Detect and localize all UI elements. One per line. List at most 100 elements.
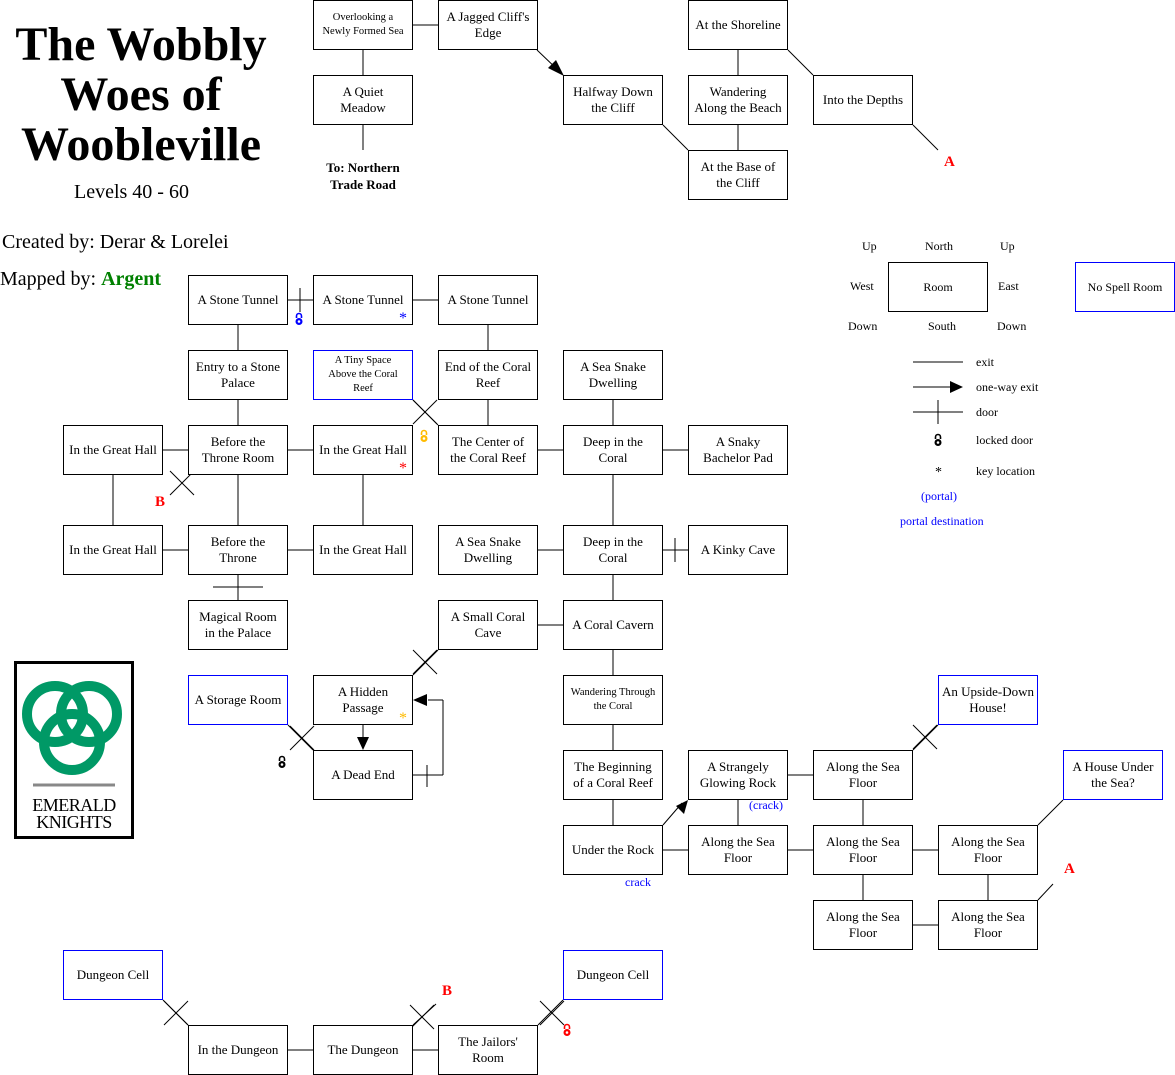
legend-door-label: door (976, 405, 998, 419)
legend-one-way-arrow-icon (950, 381, 963, 393)
door-icon (169, 470, 195, 496)
room-a-snaky-bachelor-pad[interactable]: A Snaky Bachelor Pad (688, 425, 788, 475)
mapper-name: Argent (101, 268, 162, 290)
triple-ring-emblem-icon (22, 681, 122, 787)
door-icon (912, 724, 938, 750)
one-way-arrow-icon (548, 60, 564, 76)
one-way-arrow-icon (676, 800, 688, 814)
room-the-center-of-the-coral-reef[interactable]: The Center of the Coral Reef (438, 425, 538, 475)
door-icon (412, 399, 438, 425)
room-in-the-dungeon[interactable]: In the Dungeon (188, 1025, 288, 1075)
legend-north: North (925, 239, 953, 253)
room-in-the-great-hall[interactable]: In the Great Hall (63, 425, 163, 475)
room-along-the-sea-floor[interactable]: Along the Sea Floor (938, 900, 1038, 950)
room-before-the-throne[interactable]: Before the Throne (188, 525, 288, 575)
locked-door-icon-red (563, 1023, 571, 1036)
legend-locked-door-icon (934, 433, 942, 446)
legend-portal-destination-label: portal destination (900, 514, 984, 528)
door-icon (409, 1004, 435, 1030)
room-a-kinky-cave[interactable]: A Kinky Cave (688, 525, 788, 575)
portal-crack[interactable]: (crack) (749, 798, 783, 812)
legend-west: West (850, 279, 874, 293)
legend-south: South (928, 319, 957, 333)
room-end-of-the-coral-reef[interactable]: End of the Coral Reef (438, 350, 538, 400)
room-entry-to-a-stone-palace[interactable]: Entry to a Stone Palace (188, 350, 288, 400)
room-the-dungeon[interactable]: The Dungeon (313, 1025, 413, 1075)
room-a-coral-cavern[interactable]: A Coral Cavern (563, 600, 663, 650)
legend-key-icon: * (935, 465, 942, 480)
room-at-the-base-of-the-cliff[interactable]: At the Base of the Cliff (688, 150, 788, 200)
room-a-storage-room[interactable]: A Storage Room (188, 675, 288, 725)
legend-one-way-exit-label: one-way exit (976, 380, 1039, 394)
portal-marker-a: A (1064, 861, 1075, 877)
room-deep-in-the-coral[interactable]: Deep in the Coral (563, 525, 663, 575)
room-magical-room-in-the-palace[interactable]: Magical Room in the Palace (188, 600, 288, 650)
door-icon (163, 1000, 189, 1026)
key-location-yellow: * (399, 710, 407, 727)
room-a-house-under-the-sea[interactable]: A House Under the Sea? (1063, 750, 1163, 800)
level-range: Levels 40 - 60 (74, 181, 189, 203)
legend-east: East (998, 279, 1019, 293)
room-a-sea-snake-dwelling[interactable]: A Sea Snake Dwelling (438, 525, 538, 575)
room-deep-in-the-coral[interactable]: Deep in the Coral (563, 425, 663, 475)
room-a-small-coral-cave[interactable]: A Small Coral Cave (438, 600, 538, 650)
room-overlooking-a-newly-formed-sea[interactable]: Overlooking a Newly Formed Sea (313, 0, 413, 50)
room-before-the-throne-room[interactable]: Before the Throne Room (188, 425, 288, 475)
room-in-the-great-hall[interactable]: In the Great Hall (313, 425, 413, 475)
room-a-stone-tunnel[interactable]: A Stone Tunnel (438, 275, 538, 325)
logo-text: EMERALD KNIGHTS (32, 795, 116, 832)
exit-line (537, 999, 564, 1026)
key-location-blue: * (399, 310, 407, 327)
door-icon (412, 649, 438, 675)
room-into-the-depths[interactable]: Into the Depths (813, 75, 913, 125)
room-a-dead-end[interactable]: A Dead End (313, 750, 413, 800)
one-way-arrow-icon (413, 694, 427, 706)
legend-no-spell-room: No Spell Room (1075, 262, 1175, 312)
room-along-the-sea-floor[interactable]: Along the Sea Floor (938, 825, 1038, 875)
room-a-sea-snake-dwelling[interactable]: A Sea Snake Dwelling (563, 350, 663, 400)
legend-room-box: Room (888, 262, 988, 312)
room-the-jailors-room[interactable]: The Jailors' Room (438, 1025, 538, 1075)
room-under-the-rock[interactable]: Under the Rock (563, 825, 663, 875)
room-dungeon-cell[interactable]: Dungeon Cell (563, 950, 663, 1000)
room-wandering-through-the-coral[interactable]: Wandering Through the Coral (563, 675, 663, 725)
portal-marker-a: A (944, 154, 955, 170)
locked-door-icon-yellow (420, 429, 428, 442)
room-in-the-great-hall[interactable]: In the Great Hall (63, 525, 163, 575)
room-a-tiny-space-above-the-coral-reef[interactable]: A Tiny Space Above the Coral Reef (313, 350, 413, 400)
legend-up-right: Up (1000, 239, 1015, 253)
room-the-beginning-of-a-coral-reef[interactable]: The Beginning of a Coral Reef (563, 750, 663, 800)
room-dungeon-cell[interactable]: Dungeon Cell (63, 950, 163, 1000)
portal-marker-b: B (155, 494, 166, 510)
legend-down-right: Down (997, 319, 1027, 333)
exit-line (287, 724, 314, 751)
room-a-stone-tunnel[interactable]: A Stone Tunnel (313, 275, 413, 325)
room-in-the-great-hall[interactable]: In the Great Hall (313, 525, 413, 575)
room-along-the-sea-floor[interactable]: Along the Sea Floor (813, 750, 913, 800)
room-a-quiet-meadow[interactable]: A Quiet Meadow (313, 75, 413, 125)
map-title: The Wobbly Woes of Woobleville (15, 18, 267, 171)
locked-door-icon-black (278, 755, 286, 768)
exit-line (662, 124, 689, 151)
exit-line (912, 124, 939, 151)
locked-door-icon-blue (295, 312, 303, 325)
legend-portal-label: (portal) (921, 489, 957, 503)
portal-destination-crack: crack (625, 875, 651, 889)
room-along-the-sea-floor[interactable]: Along the Sea Floor (813, 825, 913, 875)
door-icon (289, 725, 315, 751)
room-a-stone-tunnel[interactable]: A Stone Tunnel (188, 275, 288, 325)
room-along-the-sea-floor[interactable]: Along the Sea Floor (813, 900, 913, 950)
mapped-by: Mapped by: Argent (0, 268, 161, 291)
room-a-jagged-cliff-s-edge[interactable]: A Jagged Cliff's Edge (438, 0, 538, 50)
legend-up-left: Up (862, 239, 877, 253)
room-an-upside-down-house[interactable]: An Upside-Down House! (938, 675, 1038, 725)
room-at-the-shoreline[interactable]: At the Shoreline (688, 0, 788, 50)
room-wandering-along-the-beach[interactable]: Wandering Along the Beach (688, 75, 788, 125)
room-along-the-sea-floor[interactable]: Along the Sea Floor (688, 825, 788, 875)
room-halfway-down-the-cliff[interactable]: Halfway Down the Cliff (563, 75, 663, 125)
exit-destination-northern-trade-road[interactable]: To: Northern Trade Road (326, 160, 400, 192)
exit-line (1037, 883, 1054, 901)
room-a-hidden-passage[interactable]: A Hidden Passage (313, 675, 413, 725)
room-a-strangely-glowing-rock[interactable]: A Strangely Glowing Rock (688, 750, 788, 800)
